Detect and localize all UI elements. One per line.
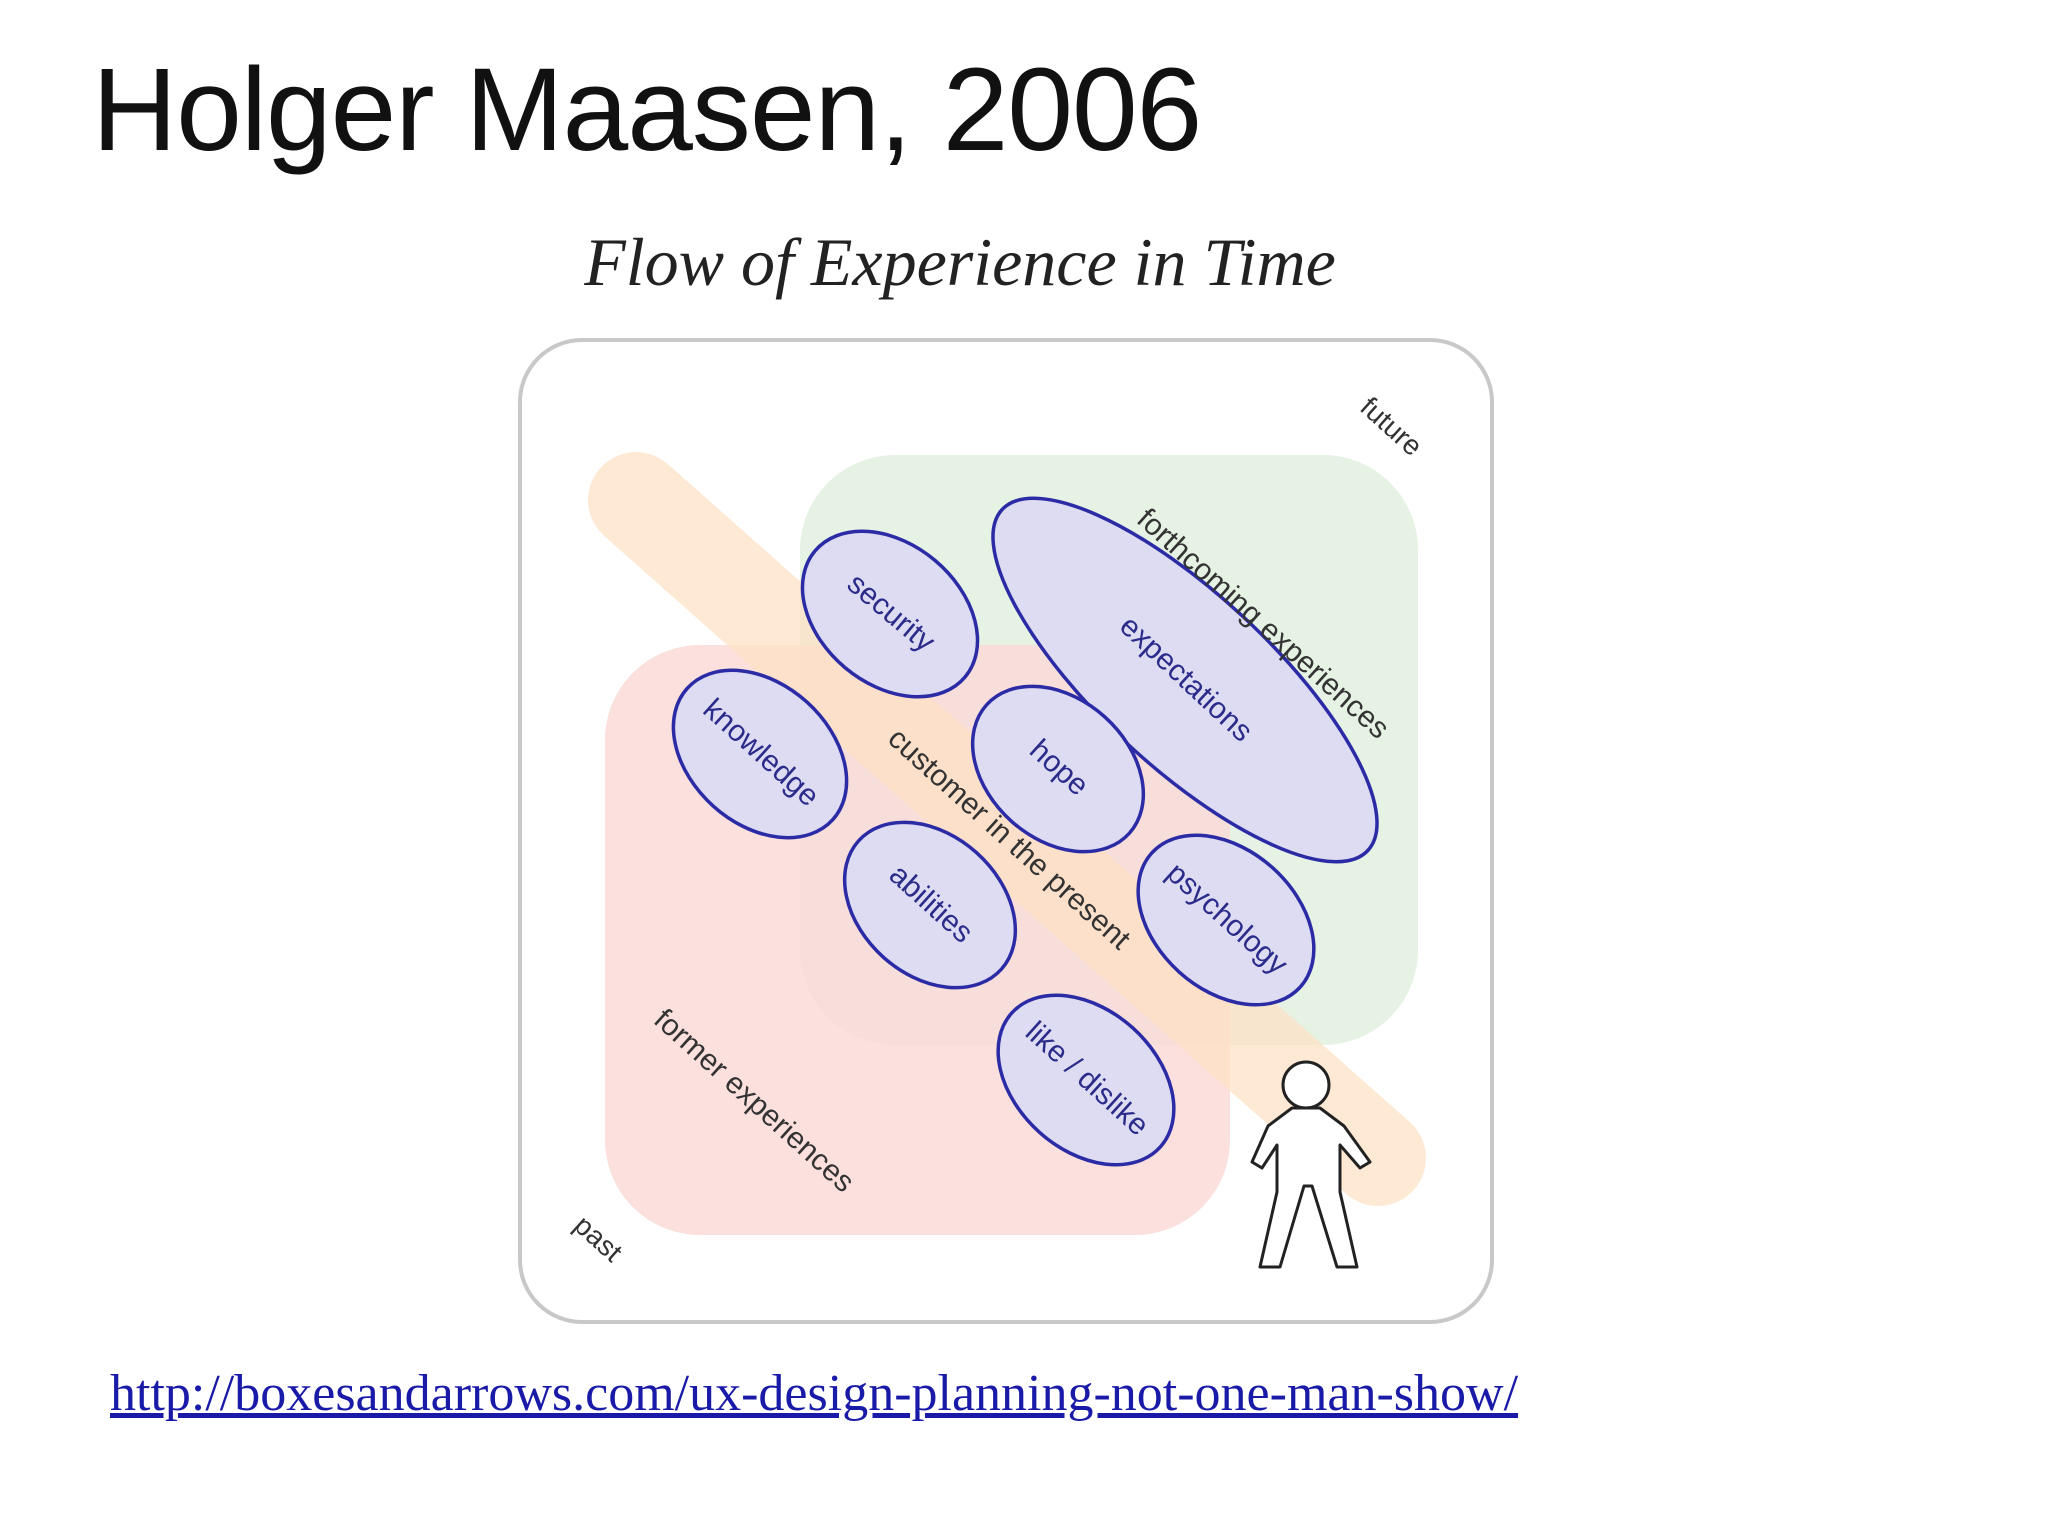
source-link[interactable]: http://boxesandarrows.com/ux-design-plan… (110, 1365, 1519, 1422)
customer-in-the-present-band (588, 452, 1426, 1206)
diagram-canvas: security expectations knowledge hope abi… (518, 338, 1494, 1324)
bubble-like-dislike (996, 993, 1176, 1167)
diagram-title: Flow of Experience in Time (584, 224, 1336, 300)
bubble-psychology (1136, 833, 1316, 1007)
bubble-hope (970, 684, 1146, 854)
slide-title: Holger Maasen, 2006 (92, 44, 1202, 176)
person-icon (1250, 1060, 1372, 1269)
bubble-knowledge (671, 668, 849, 840)
flow-of-experience-diagram: security expectations knowledge hope abi… (512, 332, 1498, 1330)
bubble-security (800, 529, 980, 699)
bubble-abilities (842, 820, 1018, 990)
